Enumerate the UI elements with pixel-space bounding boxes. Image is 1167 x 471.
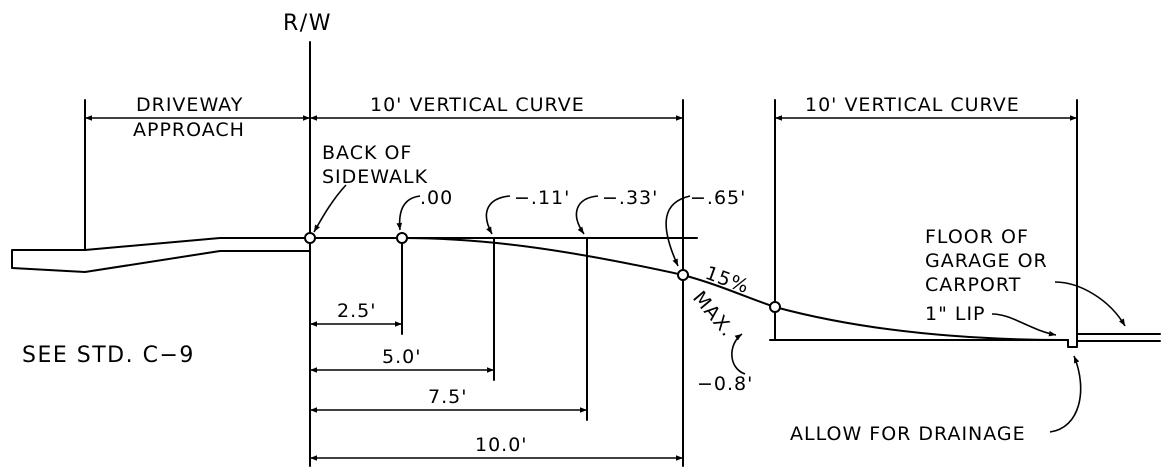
driveway-profile-curve: [401, 237, 1069, 341]
offset-033-leader: [575, 195, 599, 235]
neg-08-leader: [731, 333, 746, 375]
lip-label: 1" LIP: [925, 303, 986, 325]
offset-000-leader: [396, 195, 421, 231]
curve-start-point: [396, 232, 408, 244]
floor-label-line2: GARAGE OR: [925, 250, 1048, 272]
offset-033-label: −.33': [602, 187, 658, 209]
see-std-note: SEE STD. C−9: [22, 343, 195, 368]
curve-end-point: [677, 269, 689, 281]
dimension-25-label: 2.5': [337, 300, 376, 322]
garage-lip: [1067, 333, 1161, 348]
dimension-50-label: 5.0': [382, 346, 421, 368]
back-of-sidewalk-point: [304, 232, 316, 244]
floor-label-line3: CARPORT: [925, 274, 1021, 296]
offset-065-leader: [665, 195, 691, 267]
drainage-label: ALLOW FOR DRAINAGE: [790, 423, 1026, 445]
driveway-approach-slab: [11, 237, 311, 273]
neg-08-label: −0.8': [697, 373, 753, 395]
floor-label-line1: FLOOR OF: [925, 226, 1029, 248]
lip-leader: [991, 313, 1057, 337]
offset-011-leader: [485, 195, 511, 235]
offset-011-label: −.11': [514, 187, 570, 209]
back-of-sidewalk-label-line1: BACK OF: [322, 142, 412, 164]
offset-065-label: −.65': [690, 187, 746, 209]
vertical-curve-right-label: 10' VERTICAL CURVE: [805, 94, 1020, 116]
back-of-sidewalk-leader: [313, 184, 347, 233]
rw-label: R/W: [283, 11, 332, 36]
dimension-75-label: 7.5': [428, 386, 467, 408]
offset-000-label: .00: [420, 187, 453, 209]
curve-right-start-point: [769, 301, 781, 313]
grade-max-label: MAX.: [688, 287, 739, 341]
driveway-approach-label-line2: APPROACH: [133, 119, 245, 141]
drainage-leader: [1049, 355, 1082, 433]
driveway-approach-label-line1: DRIVEWAY: [136, 94, 243, 116]
vertical-curve-left-label: 10' VERTICAL CURVE: [370, 94, 585, 116]
floor-leader: [1054, 281, 1126, 327]
dimension-100-label: 10.0': [475, 434, 528, 456]
back-of-sidewalk-label-line2: SIDEWALK: [322, 166, 428, 188]
